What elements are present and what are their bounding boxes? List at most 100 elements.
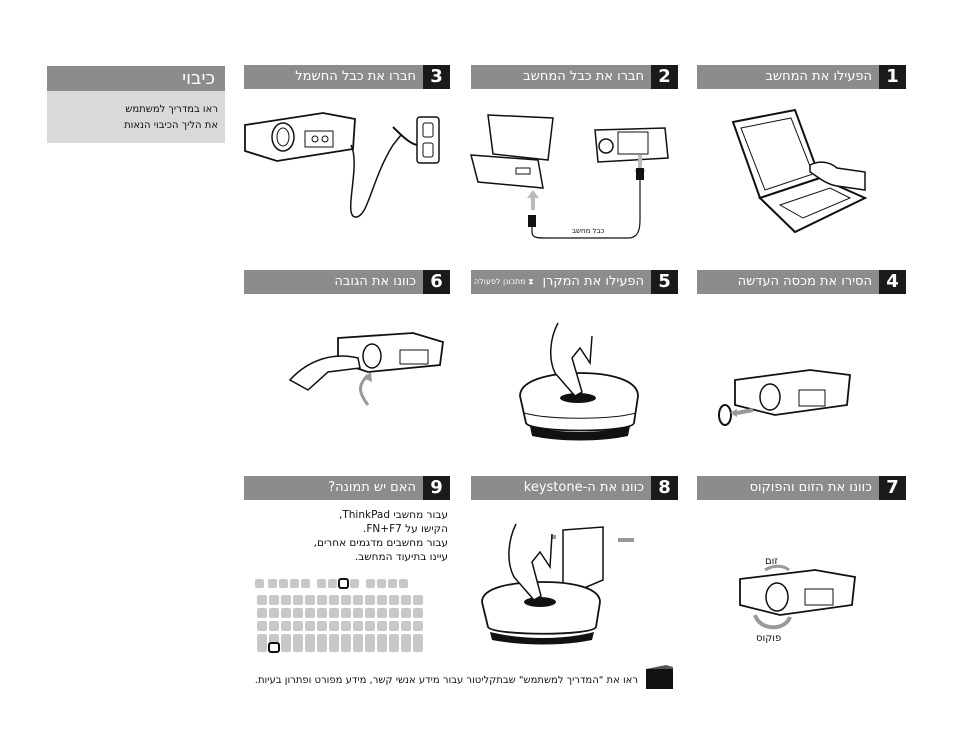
keyboard-key [293,595,303,605]
keyboard-key [365,595,375,605]
keyboard-key [257,595,267,605]
keyboard-key [341,643,351,652]
step-9-text: עבור מחשבי ThinkPad, הקישו על FN+F7. עבו… [270,508,448,564]
keyboard-key [401,621,411,631]
keyboard-key [281,595,291,605]
keyboard-key [257,608,267,618]
shutdown-text-line: את הליך הכיבוי הנאות [124,120,218,131]
power-cable-illustration [244,112,440,218]
step-9-line: עיינו בתיעוד המחשב. [354,551,448,563]
zoom-label: זום [765,556,778,567]
keyboard-key [399,579,408,588]
keyboard-key [389,621,399,631]
footer-note: ראו את "המדריך למשתמש" שבתקליטור עבור מי… [254,675,638,686]
keyboard-illustration [255,578,423,653]
keyboard-key [257,621,267,631]
computer-cable-illustration [470,114,669,239]
step-title: כוונו את ה-keystone [523,480,644,495]
step-number: 8 [651,476,678,500]
keyboard-key [301,579,310,588]
keyboard-key [401,595,411,605]
keyboard-key [353,595,363,605]
keyboard-key [293,621,303,631]
shutdown-header: כיבוי [47,66,225,91]
keyboard-key [269,621,279,631]
step-number: 4 [879,270,906,294]
keyboard-key [365,608,375,618]
keyboard-key [281,643,291,652]
step-title: כוונו את הזום והפוקוס [749,480,872,495]
step-4-header: 4 הסירו את מכסה העדשה [697,270,906,294]
keyboard-key [341,621,351,631]
keyboard-key [389,643,399,652]
keyboard-key [305,634,315,644]
keyboard-key [279,579,288,588]
keyboard-key [413,608,423,618]
keyboard-key [353,608,363,618]
step-title: חברו את כבל המחשב [523,69,644,84]
shutdown-text: ראו במדריך למשתמש את הליך הכיבוי הנאות [53,102,218,134]
keyboard-key [293,608,303,618]
keyboard-key [377,608,387,618]
keyboard-key [353,643,363,652]
keyboard-key [317,643,327,652]
keyboard-key [255,579,264,588]
step-9-line: עבור מחשבים מדגמים אחרים, [313,537,448,549]
keyboard-key [257,634,267,644]
keyboard-key [329,634,339,644]
keystone-illustration [481,523,634,645]
manual-book-icon [646,665,673,689]
keyboard-key [413,595,423,605]
keyboard-key [389,634,399,644]
step-subtitle: ⧗ מתכונן לפעולה [474,270,534,294]
step-3-header: 3 חברו את כבל החשמל [244,65,450,89]
keyboard-key [401,634,411,644]
keyboard-key [257,643,267,652]
hourglass-icon: ⧗ [528,277,534,286]
lens-cap-illustration [718,369,851,426]
step-number: 9 [423,476,450,500]
keyboard-key [353,621,363,631]
keyboard-key [389,595,399,605]
shutdown-text-line: ראו במדריך למשתמש [125,104,218,115]
keyboard-key [338,578,349,589]
keyboard-key [377,621,387,631]
keyboard-key [377,643,387,652]
keyboard-key [269,608,279,618]
keyboard-key [329,621,339,631]
keyboard-key [413,621,423,631]
keyboard-key [377,634,387,644]
step-2-header: 2 חברו את כבל המחשב [471,65,678,89]
step-number: 1 [879,65,906,89]
step-title: האם יש תמונה? [328,480,416,495]
step-number: 5 [651,270,678,294]
keyboard-key [377,579,386,588]
step-number: 2 [651,65,678,89]
keyboard-key [317,608,327,618]
keyboard-key [290,579,299,588]
keyboard-key [353,634,363,644]
keyboard-key [401,643,411,652]
keyboard-key [329,595,339,605]
keyboard-key [341,595,351,605]
step-title: כוונו את הגובה [334,274,416,289]
keyboard-key [377,595,387,605]
keyboard-key [366,579,375,588]
ready-label: מתכונן לפעולה [474,277,526,286]
keyboard-key [317,621,327,631]
keyboard-key [293,643,303,652]
keyboard-key [341,634,351,644]
keyboard-key [317,634,327,644]
keyboard-key [329,608,339,618]
step-number: 3 [423,65,450,89]
laptop-power-illustration [731,108,868,234]
keyboard-key [281,608,291,618]
shutdown-box: כיבוי ראו במדריך למשתמש את הליך הכיבוי ה… [47,66,225,143]
step-9-line: הקישו על FN+F7. [363,523,448,535]
keyboard-key [328,579,337,588]
keyboard-key [413,643,423,652]
keyboard-key [268,642,280,653]
step-number: 7 [879,476,906,500]
keyboard-key [350,579,359,588]
keyboard-key [305,595,315,605]
